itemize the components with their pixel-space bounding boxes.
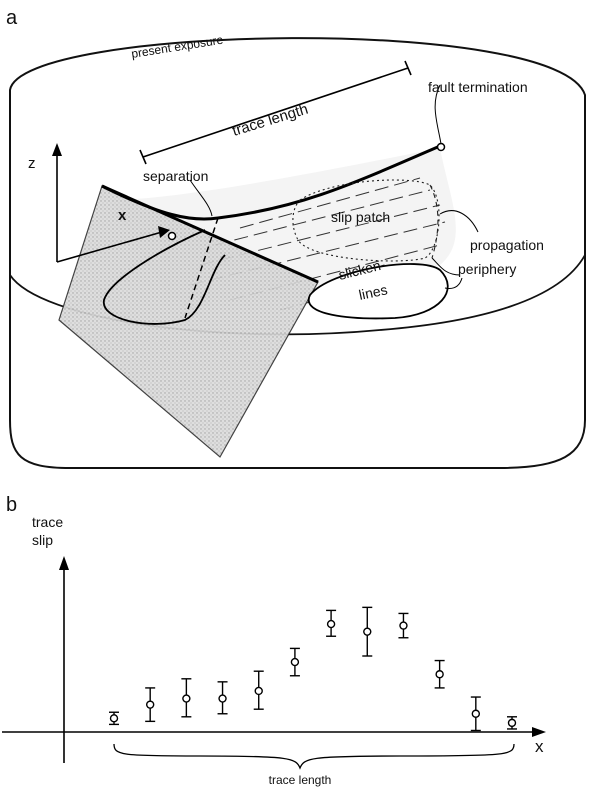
label-separation: separation: [143, 168, 208, 184]
data-marker: [147, 701, 154, 708]
trace-length-brace: [114, 744, 514, 768]
data-point: [290, 648, 300, 675]
fault-termination-marker: [438, 144, 445, 151]
label-propagation: propagation: [470, 237, 544, 253]
label-x-a: x: [118, 207, 127, 224]
data-marker: [328, 621, 335, 628]
data-point: [471, 697, 481, 730]
data-point: [109, 712, 119, 724]
data-point: [362, 607, 372, 656]
data-points: [109, 607, 517, 730]
data-point: [218, 682, 228, 714]
y-label-line1: trace: [32, 514, 63, 530]
data-marker: [436, 671, 443, 678]
plot-axes: [2, 556, 546, 763]
panel-a-label: a: [6, 7, 18, 29]
label-slip-patch: slip patch: [331, 209, 390, 225]
y-axis-arrow: [59, 556, 69, 570]
data-marker: [400, 622, 407, 629]
data-marker: [219, 695, 226, 702]
data-marker: [472, 710, 479, 717]
label-fault-termination: fault termination: [428, 79, 528, 95]
origin-marker: [169, 233, 176, 240]
label-z: z: [28, 155, 36, 172]
data-marker: [111, 715, 118, 722]
z-axis: [52, 143, 62, 262]
y-label-line2: slip: [32, 532, 53, 548]
data-marker: [509, 719, 516, 726]
panel-b-label: b: [6, 494, 17, 516]
data-point: [398, 613, 408, 637]
data-point: [435, 661, 445, 688]
x-axis-arrow: [532, 727, 546, 737]
data-marker: [364, 628, 371, 635]
data-point: [326, 610, 336, 636]
data-marker: [255, 687, 262, 694]
data-marker: [291, 659, 298, 666]
label-present-exposure: present exposure: [130, 33, 224, 61]
label-periphery: periphery: [458, 261, 516, 277]
brace-label: trace length: [269, 773, 332, 787]
data-point: [254, 671, 264, 709]
data-marker: [183, 695, 190, 702]
block-diagram: present exposure trace length fault term…: [10, 33, 585, 468]
label-trace-length-a: trace length: [230, 101, 310, 140]
data-point: [181, 679, 191, 717]
data-point: [507, 717, 517, 729]
x-label-b: x: [535, 737, 544, 756]
data-point: [145, 688, 155, 721]
